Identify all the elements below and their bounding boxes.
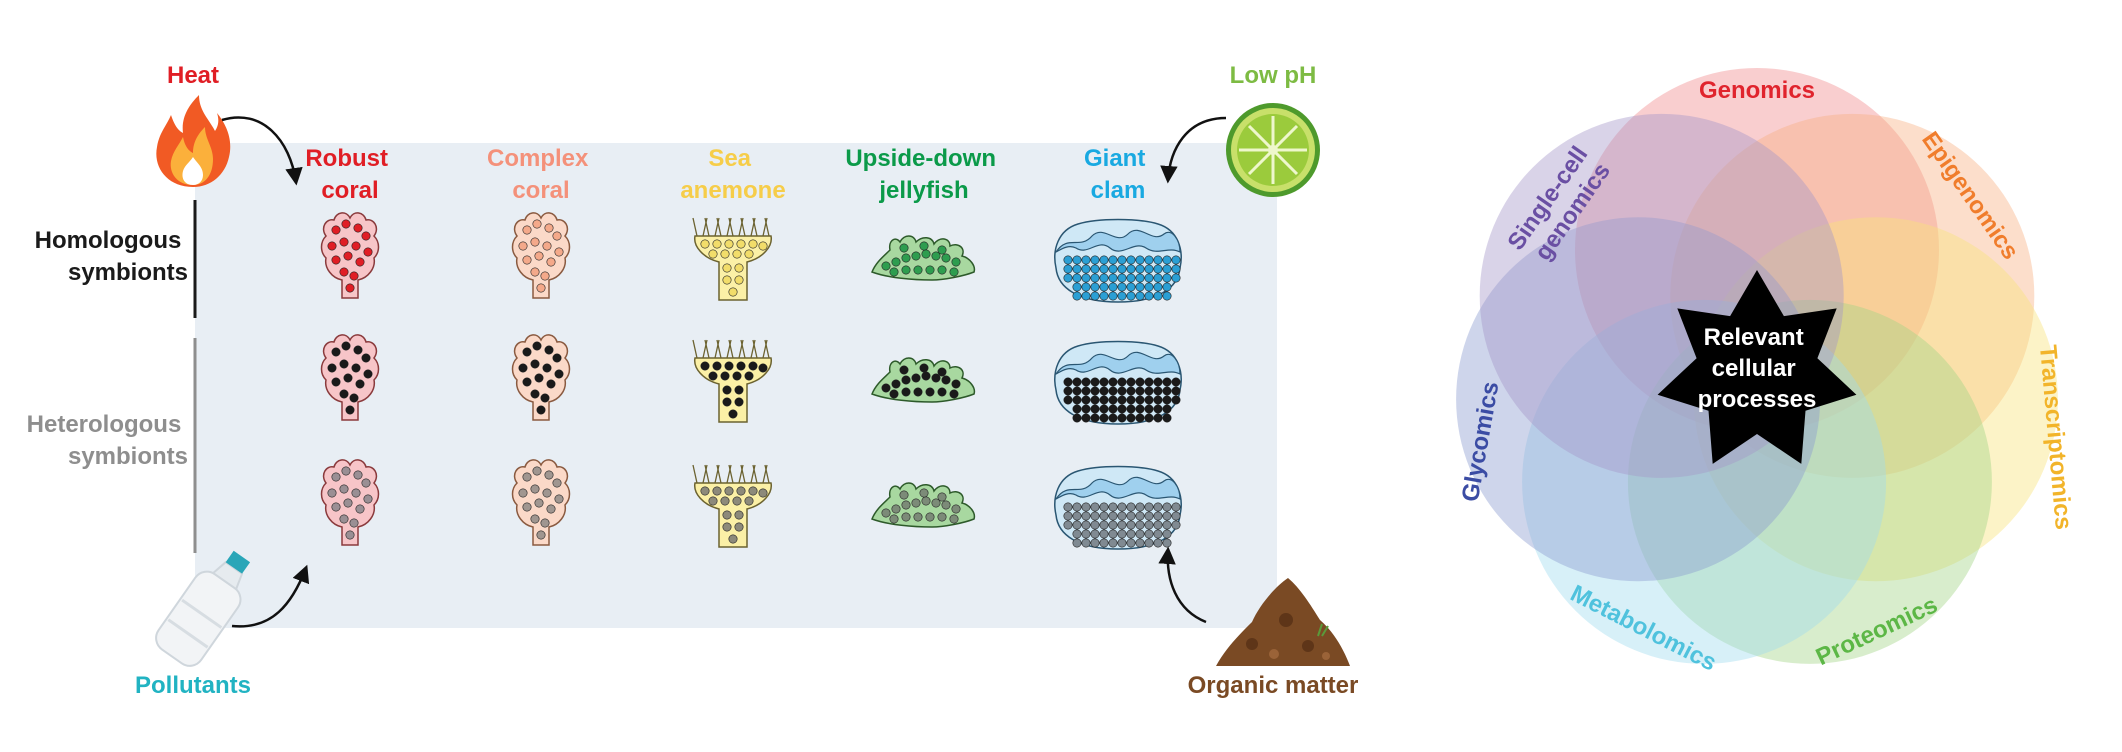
sea-anemone-heterologous-light-illustration [692,464,772,548]
upside-down-jellyfish-heterologous-light-illustration [871,482,976,528]
sea-anemone-homologous-illustration [692,217,772,301]
heat-arrow [221,116,303,186]
giant-clam-heterologous-dark-illustration [1054,340,1182,425]
pollutants-label: Pollutants [135,672,251,699]
stressor-low-ph: Low pH [1160,62,1320,197]
genomics-label: Genomics [1699,77,1815,104]
sea-anemone-heterologous-dark-illustration [692,339,772,423]
stressor-organic-matter: Organic matter [1158,546,1359,699]
header-complex-coral: Complex coral [487,145,595,204]
center-star-shape [1657,270,1857,464]
heat-label: Heat [167,62,219,89]
robust-coral-homologous-illustration [320,212,380,299]
giant-clam-heterologous-light-illustration [1054,465,1182,550]
header-robust-coral: Robust coral [305,145,394,204]
pollutants-arrow [231,564,310,628]
low-ph-label: Low pH [1230,62,1317,89]
upside-down-jellyfish-heterologous-dark-illustration [871,357,976,403]
venn-circle-glycomics [1456,217,1821,582]
omics-venn-diagram: Relevant cellular processes Genomics Epi… [1456,68,2077,677]
complex-coral-heterologous-dark-illustration [511,334,571,421]
stressor-heat: Heat [156,62,303,187]
venn-circle-transcriptomics [1693,217,2058,582]
organic-matter-label: Organic matter [1188,672,1359,699]
complex-coral-homologous-illustration [511,212,571,299]
header-upside-down-jellyfish: Upside-down jellyfish [845,145,1002,204]
soil-pile-icon [1216,578,1350,666]
robust-coral-heterologous-dark-illustration [320,334,380,421]
organism-grid [320,212,1182,550]
complex-coral-heterologous-light-illustration [511,459,571,546]
bottle-icon [155,550,251,667]
header-giant-clam: Giant clam [1084,145,1152,204]
center-label: Relevant cellular processes [1698,324,1817,413]
low-ph-arrow [1160,116,1227,184]
homologous-label: Homologous symbionts [35,227,188,286]
organism-panel: Homologous symbionts Heterologous symbio… [27,143,1277,628]
center-star: Relevant cellular processes [1657,270,1857,464]
giant-clam-homologous-illustration [1054,218,1182,303]
venn-circle-genomics [1575,68,1939,432]
stressor-pollutants: Pollutants [135,550,310,699]
upside-down-jellyfish-homologous-illustration [871,235,976,281]
organic-matter-arrow [1158,546,1207,624]
lime-icon [1226,103,1320,197]
flame-icon [156,95,231,187]
robust-coral-heterologous-light-illustration [320,459,380,546]
header-sea-anemone: Sea anemone [680,145,785,204]
heterologous-label: Heterologous symbionts [27,411,188,470]
